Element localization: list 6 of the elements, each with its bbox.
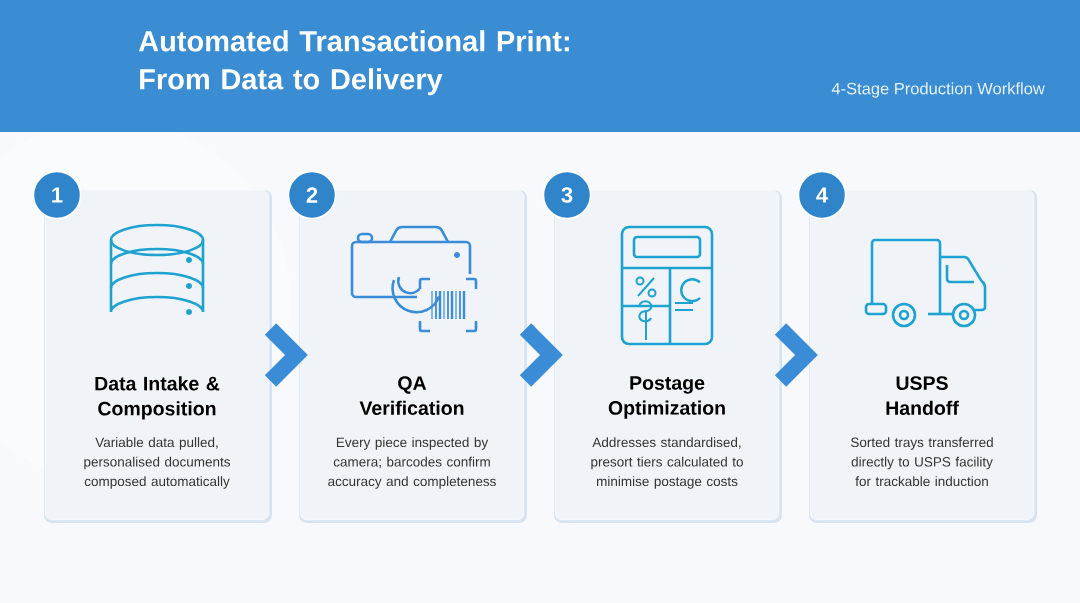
- number-badge: 3: [542, 170, 592, 220]
- title: Automated Transactional Print: From Data to Delivery: [138, 30, 569, 96]
- number-badge: 1: [32, 170, 82, 220]
- subtitle: 4-Stage Production Workflow: [831, 82, 1045, 98]
- number-badge: 4: [797, 170, 847, 220]
- number-badge: 2: [287, 170, 337, 220]
